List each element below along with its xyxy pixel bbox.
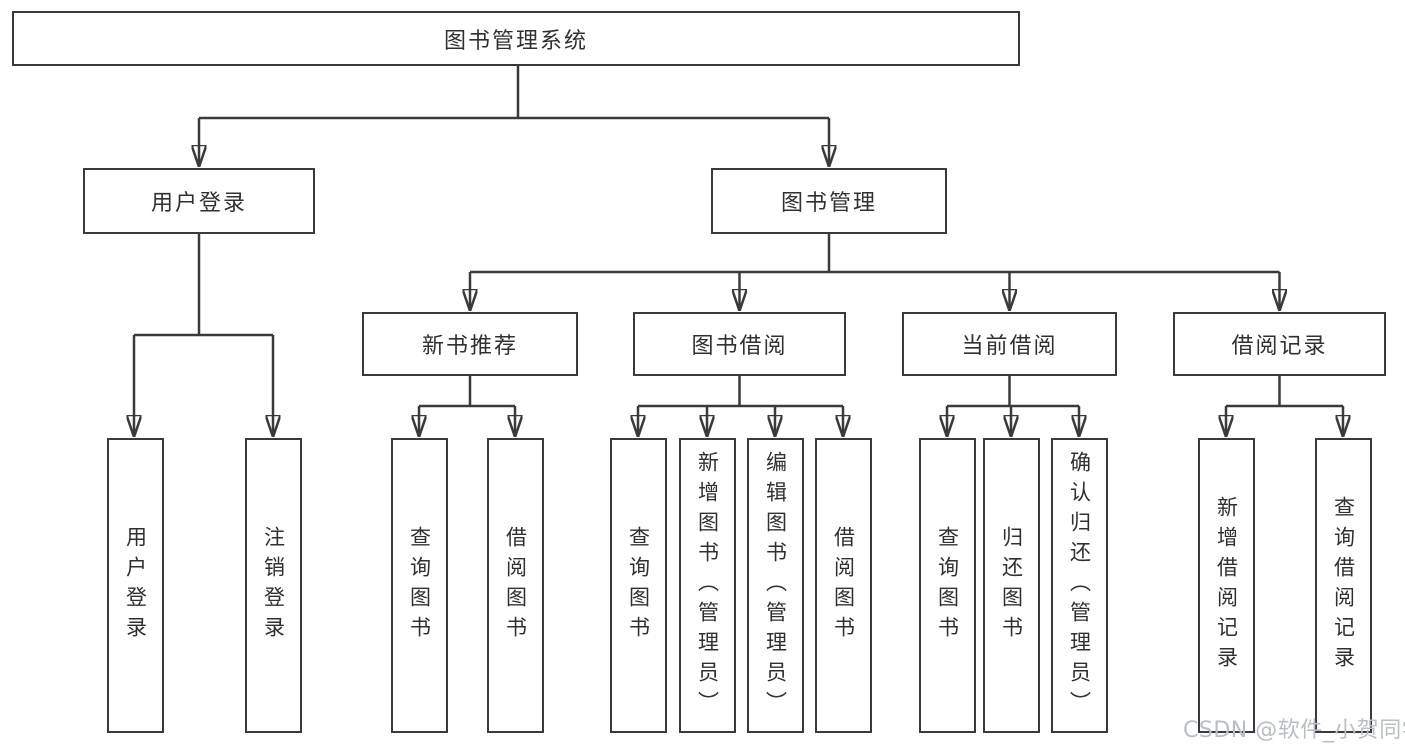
node-label: 新书推荐	[421, 334, 518, 359]
leaf-label: 注销登录	[261, 525, 286, 646]
leaf-query-books-current: 查询图书	[918, 438, 976, 733]
node-user-login: 用户登录	[83, 168, 315, 234]
leaf-add-borrow-record: 新增借阅记录	[1197, 438, 1255, 733]
connector-new-book-recommend	[419, 376, 515, 408]
leaf-label: 确认归还（管理员）	[1067, 450, 1092, 721]
leaf-query-books-borrowing: 查询图书	[609, 438, 667, 733]
csdn-watermark: CSDN @软件_小贺同学	[1183, 718, 1405, 743]
connector-book-borrowing	[638, 376, 843, 408]
leaf-query-books-recommend: 查询图书	[390, 438, 448, 733]
leaf-return-books: 归还图书	[982, 438, 1040, 733]
leaf-label: 用户登录	[123, 525, 148, 646]
leaf-label: 归还图书	[999, 525, 1024, 646]
connector-current-borrowing	[947, 376, 1079, 408]
node-label: 用户登录	[150, 191, 247, 216]
node-label: 图书管理	[780, 191, 877, 216]
leaf-label: 新增借阅记录	[1214, 495, 1239, 676]
leaf-label: 查询图书	[407, 525, 432, 646]
connector-user-login	[134, 234, 273, 337]
node-current-borrowing: 当前借阅	[902, 312, 1117, 376]
leaf-logout: 注销登录	[244, 438, 302, 733]
leaf-label: 查询图书	[935, 525, 960, 646]
leaf-query-borrow-record: 查询借阅记录	[1314, 438, 1372, 733]
node-library-management-system: 图书管理系统	[12, 11, 1020, 66]
node-book-borrowing: 图书借阅	[633, 312, 846, 376]
node-borrow-records: 借阅记录	[1173, 312, 1386, 376]
connector-book-management	[470, 234, 1280, 274]
leaf-label: 查询图书	[626, 525, 651, 646]
leaf-edit-book-admin: 编辑图书（管理员）	[746, 438, 804, 733]
node-label: 图书借阅	[691, 334, 788, 359]
leaf-borrow-books: 借阅图书	[814, 438, 872, 733]
connector-root	[199, 66, 829, 120]
leaf-label: 查询借阅记录	[1331, 495, 1356, 676]
node-label: 当前借阅	[961, 334, 1058, 359]
node-new-book-recommend: 新书推荐	[362, 312, 578, 376]
leaf-add-book-admin: 新增图书（管理员）	[678, 438, 736, 733]
node-label: 图书管理系统	[443, 28, 588, 54]
leaf-user-login: 用户登录	[106, 438, 164, 733]
node-book-management: 图书管理	[711, 168, 947, 234]
leaf-label: 借阅图书	[831, 525, 856, 646]
leaf-borrow-books-recommend: 借阅图书	[486, 438, 544, 733]
leaf-label: 新增图书（管理员）	[695, 450, 720, 721]
leaf-label: 借阅图书	[503, 525, 528, 646]
node-label: 借阅记录	[1231, 334, 1328, 359]
connector-borrow-records	[1226, 376, 1343, 408]
leaf-label: 编辑图书（管理员）	[763, 450, 788, 721]
leaf-confirm-return-admin: 确认归还（管理员）	[1050, 438, 1108, 733]
